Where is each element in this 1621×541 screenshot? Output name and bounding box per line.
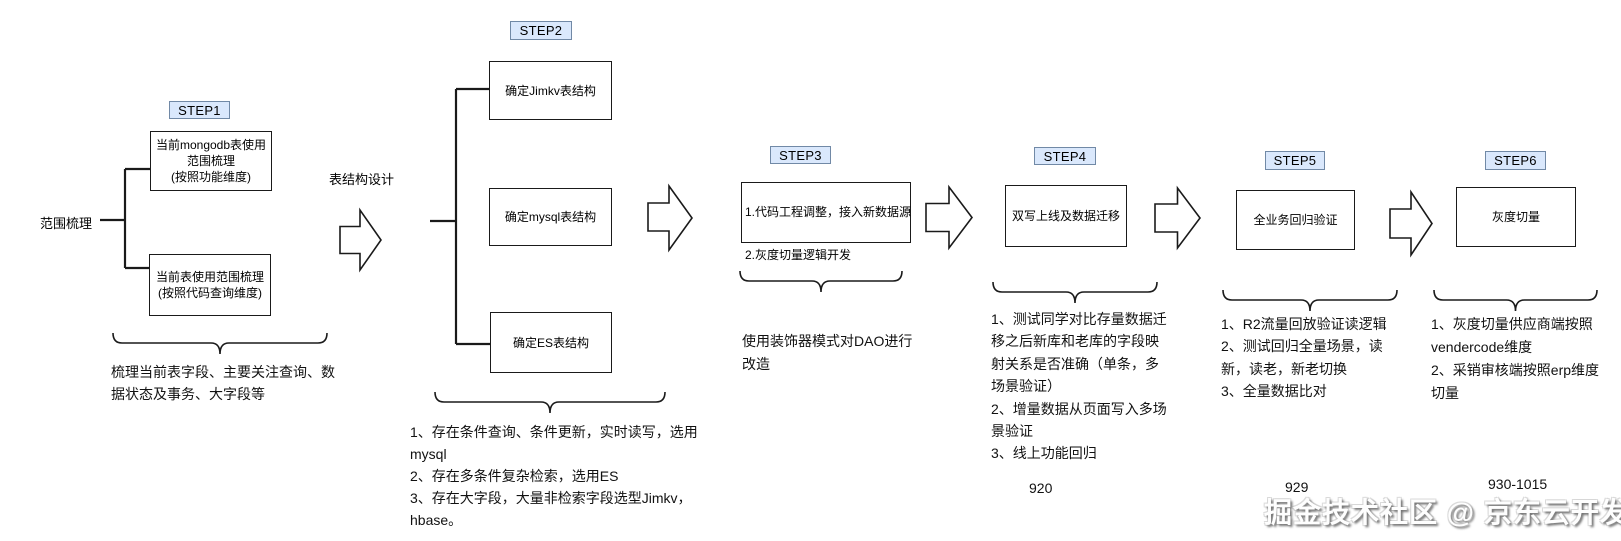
step5-note-item: 3、全量数据比对 [1221,383,1327,400]
step4-note-item: 2、增量数据从页面写入多场景验证 [991,400,1167,440]
step3-note: 使用装饰器模式对DAO进行改造 [742,333,913,372]
brace-step3 [739,270,903,293]
step3-box-line2: 2.灰度切量逻辑开发 [745,248,852,262]
step4-note-item: 3、线上功能回归 [991,445,1097,462]
step5-notes: 1、R2流量回放验证读逻辑 2、测试回归全量场景，读新，读老，新老切换 3、全量… [1221,313,1397,403]
step5-box-full-regression: 全业务回归验证 [1236,190,1355,250]
step4-note-item: 1、测试同学对比存量数据迁移之后新库和老库的字段映射关系是否准确（单条，多场景验… [991,311,1167,395]
step4-box-double-write: 双写上线及数据迁移 [1005,185,1127,247]
step1-tree-connector [100,167,150,270]
step4-notes: 1、测试同学对比存量数据迁移之后新库和老库的字段映射关系是否准确（单条，多场景验… [991,308,1167,465]
arrow-step4-step5-icon [1154,185,1201,251]
step5-date: 929 [1285,479,1309,495]
step5-tag: STEP5 [1265,151,1325,170]
step2-note-item: 1、存在条件查询、条件更新，实时读写，选用mysql [410,424,698,462]
step3-box-line1: 1.代码工程调整，接入新数据源 [745,205,912,219]
step2-box-jimkv: 确定Jimkv表结构 [489,61,612,120]
step1-box-mongodb-scope: 当前mongodb表使用 范围梳理 (按照功能维度) [150,131,272,191]
step3-box-code-adjust: 1.代码工程调整，接入新数据源 2.灰度切量逻辑开发 [745,188,911,279]
step5-note-item: 2、测试回归全量场景，读新，读老，新老切换 [1221,338,1383,377]
step3-tag: STEP3 [770,146,831,164]
step6-note-item: 1、灰度切量供应商端按照vendercode维度 [1431,316,1593,355]
brace-step2 [434,391,666,414]
step6-note-item: 2、采销审核端按照erp维度切量 [1431,362,1600,401]
watermark: 掘金技术社区 @ 京东云开发者 [1264,497,1621,528]
step6-date: 930-1015 [1488,476,1548,492]
step4-date: 920 [1029,480,1053,496]
brace-step5 [1222,289,1398,312]
brace-step1 [112,332,328,355]
arrow-step1-step2-icon [339,207,382,273]
step6-notes: 1、灰度切量供应商端按照vendercode维度 2、采销审核端按照erp维度切… [1431,313,1607,405]
brace-step4 [992,281,1158,304]
step2-note-item: 3、存在大字段，大量非检索字段选型Jimkv，hbase。 [410,490,692,528]
step2-tree-connector [430,87,490,346]
step2-box-es: 确定ES表结构 [490,312,612,373]
brace-step6 [1433,289,1598,312]
step1-tag: STEP1 [169,101,230,119]
step2-notes: 1、存在条件查询、条件更新，实时读写，选用mysql 2、存在多条件复杂检索，选… [410,421,728,531]
step2-arrow-label: 表结构设计 [329,172,395,187]
step1-side-label: 范围梳理 [40,216,93,231]
step4-tag: STEP4 [1034,147,1096,165]
step6-tag: STEP6 [1485,151,1546,170]
step1-note: 梳理当前表字段、主要关注查询、数据状态及事务、大字段等 [111,364,335,402]
step2-box-mysql: 确定mysql表结构 [489,188,612,246]
step5-note-item: 1、R2流量回放验证读逻辑 [1221,316,1387,332]
step1-box-table-scope: 当前表使用范围梳理 (按照代码查询维度) [149,254,271,316]
arrow-step3-step4-icon [925,184,974,251]
step2-note-item: 2、存在多条件复杂检索，选用ES [410,468,619,484]
arrow-step5-step6-icon [1389,189,1433,258]
arrow-step2-step3-icon [647,183,693,253]
step2-tag: STEP2 [510,21,572,40]
step6-box-gray-cut: 灰度切量 [1456,187,1576,247]
